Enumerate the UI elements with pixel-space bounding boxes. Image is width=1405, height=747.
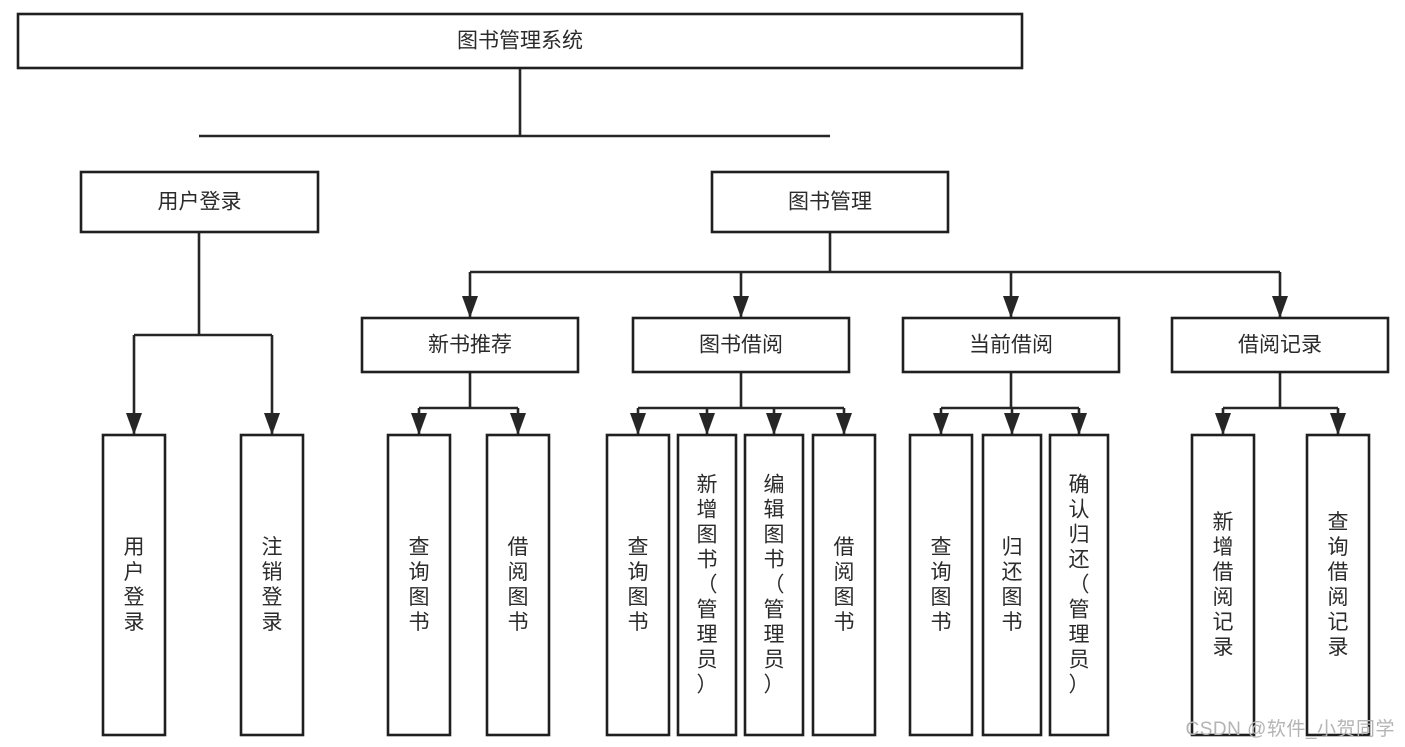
arrow-head-icon bbox=[630, 413, 646, 435]
node-label-current-borrow: 当前借阅 bbox=[969, 334, 1053, 357]
node-box-leaf-query-book-3[interactable] bbox=[908, 433, 974, 737]
node-box-book-management[interactable] bbox=[710, 170, 950, 234]
node-label-new-book-recommend: 新书推荐 bbox=[428, 334, 512, 357]
arrow-head-icon bbox=[462, 296, 478, 318]
connector-layer bbox=[126, 68, 1346, 435]
node-label-borrow-record: 借阅记录 bbox=[1238, 334, 1322, 357]
node-box-book-borrow[interactable] bbox=[631, 316, 851, 374]
node-current-borrow[interactable]: 当前借阅 bbox=[901, 316, 1121, 374]
node-leaf-return-book[interactable]: 归还图书 bbox=[981, 433, 1043, 737]
arrow-head-icon bbox=[699, 413, 715, 435]
node-label-book-management: 图书管理 bbox=[788, 191, 872, 214]
arrow-head-icon bbox=[1215, 413, 1231, 435]
node-label-leaf-user-login: 用户登录 bbox=[124, 536, 145, 634]
arrow-head-icon bbox=[1004, 413, 1020, 435]
node-leaf-query-record[interactable]: 查询借阅记录 bbox=[1305, 433, 1371, 737]
arrow-head-icon bbox=[510, 413, 526, 435]
node-box-leaf-return-book[interactable] bbox=[981, 433, 1043, 737]
arrow-head-icon bbox=[836, 413, 852, 435]
node-leaf-query-book-2[interactable]: 查询图书 bbox=[605, 433, 671, 737]
node-box-leaf-borrow-book-1[interactable] bbox=[485, 433, 551, 737]
watermark-text: CSDN @软件_小贺同学 bbox=[1185, 719, 1395, 740]
node-box-root[interactable] bbox=[16, 12, 1024, 70]
node-box-borrow-record[interactable] bbox=[1170, 316, 1390, 374]
node-book-borrow[interactable]: 图书借阅 bbox=[631, 316, 851, 374]
node-leaf-borrow-book-2[interactable]: 借阅图书 bbox=[811, 433, 877, 737]
node-borrow-record[interactable]: 借阅记录 bbox=[1170, 316, 1390, 374]
arrow-head-icon bbox=[126, 413, 142, 435]
node-box-leaf-add-book[interactable] bbox=[676, 433, 738, 737]
arrow-head-icon bbox=[264, 413, 280, 435]
node-leaf-add-record[interactable]: 新增借阅记录 bbox=[1190, 433, 1256, 737]
node-box-new-book-recommend[interactable] bbox=[360, 316, 580, 374]
node-label-leaf-confirm-return: 确认归还（管理员） bbox=[1069, 474, 1090, 697]
node-box-leaf-user-login[interactable] bbox=[101, 433, 167, 737]
node-box-user-login[interactable] bbox=[79, 170, 320, 234]
node-leaf-logout[interactable]: 注销登录 bbox=[239, 433, 305, 737]
arrow-head-icon bbox=[1272, 296, 1288, 318]
node-label-leaf-edit-book: 编辑图书（管理员） bbox=[764, 474, 785, 697]
arrow-head-icon bbox=[411, 413, 427, 435]
node-leaf-query-book-3[interactable]: 查询图书 bbox=[908, 433, 974, 737]
node-box-leaf-edit-book[interactable] bbox=[743, 433, 805, 737]
node-label-leaf-query-book-1: 查询图书 bbox=[409, 536, 430, 634]
node-label-book-borrow: 图书借阅 bbox=[699, 334, 783, 357]
node-box-leaf-borrow-book-2[interactable] bbox=[811, 433, 877, 737]
arrow-head-icon bbox=[1330, 413, 1346, 435]
node-leaf-query-book-1[interactable]: 查询图书 bbox=[386, 433, 452, 737]
node-user-login[interactable]: 用户登录 bbox=[79, 170, 320, 234]
node-label-leaf-query-book-2: 查询图书 bbox=[628, 536, 649, 634]
node-box-current-borrow[interactable] bbox=[901, 316, 1121, 374]
node-new-book-recommend[interactable]: 新书推荐 bbox=[360, 316, 580, 374]
node-label-leaf-return-book: 归还图书 bbox=[1002, 536, 1023, 634]
node-label-leaf-query-book-3: 查询图书 bbox=[931, 536, 952, 634]
node-leaf-confirm-return[interactable]: 确认归还（管理员） bbox=[1048, 433, 1110, 737]
arrow-head-icon bbox=[766, 413, 782, 435]
node-label-leaf-query-record: 查询借阅记录 bbox=[1328, 511, 1349, 659]
node-label-leaf-borrow-book-1: 借阅图书 bbox=[508, 536, 529, 634]
node-root[interactable]: 图书管理系统 bbox=[16, 12, 1024, 70]
node-box-leaf-logout[interactable] bbox=[239, 433, 305, 737]
node-leaf-edit-book[interactable]: 编辑图书（管理员） bbox=[743, 433, 805, 737]
node-leaf-user-login[interactable]: 用户登录 bbox=[101, 433, 167, 737]
node-box-leaf-query-book-1[interactable] bbox=[386, 433, 452, 737]
node-label-leaf-add-record: 新增借阅记录 bbox=[1213, 511, 1234, 659]
arrow-head-icon bbox=[933, 413, 949, 435]
node-label-root: 图书管理系统 bbox=[457, 30, 583, 53]
node-book-management[interactable]: 图书管理 bbox=[710, 170, 950, 234]
node-label-user-login: 用户登录 bbox=[158, 191, 242, 214]
node-leaf-borrow-book-1[interactable]: 借阅图书 bbox=[485, 433, 551, 737]
node-label-leaf-borrow-book-2: 借阅图书 bbox=[834, 536, 855, 634]
node-layer: 图书管理系统用户登录图书管理新书推荐图书借阅当前借阅借阅记录用户登录注销登录查询… bbox=[16, 12, 1390, 737]
arrow-head-icon bbox=[1003, 296, 1019, 318]
arrow-head-icon bbox=[1071, 413, 1087, 435]
node-box-leaf-query-book-2[interactable] bbox=[605, 433, 671, 737]
node-label-leaf-logout: 注销登录 bbox=[262, 536, 283, 634]
arrow-head-icon bbox=[733, 296, 749, 318]
node-box-leaf-add-record[interactable] bbox=[1190, 433, 1256, 737]
node-label-leaf-add-book: 新增图书（管理员） bbox=[697, 474, 718, 697]
node-box-leaf-confirm-return[interactable] bbox=[1048, 433, 1110, 737]
node-box-leaf-query-record[interactable] bbox=[1305, 433, 1371, 737]
node-leaf-add-book[interactable]: 新增图书（管理员） bbox=[676, 433, 738, 737]
